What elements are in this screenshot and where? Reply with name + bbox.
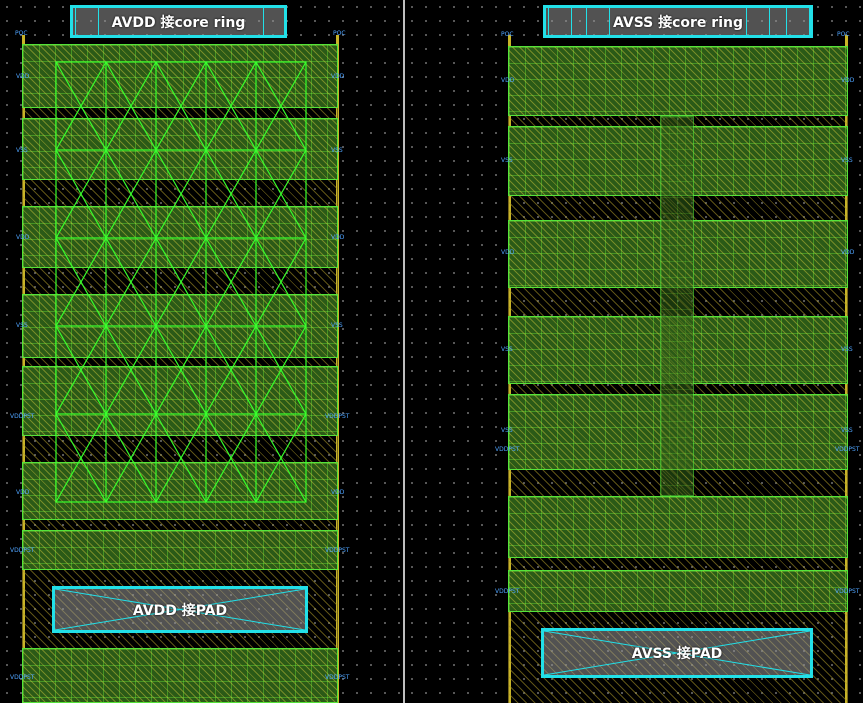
core-ring-cell — [263, 8, 287, 35]
pin-vddpst: VDDPST — [10, 547, 35, 554]
pin-vss: VSS — [331, 322, 343, 329]
pin-vddpst: VDDPST — [835, 588, 860, 595]
metal-band — [22, 44, 338, 108]
avss-pad-text: AVSS 接PAD — [631, 646, 723, 662]
pin-vddpst: VDDPST — [325, 413, 350, 420]
pin-vss: VSS — [841, 157, 853, 164]
pin-vddpst: VDDPST — [10, 674, 35, 681]
avss-core-ring-label[interactable]: AVSS 接core ring — [543, 5, 813, 38]
pin-vdd: VDD — [16, 489, 30, 496]
pin-poc: POC — [837, 31, 850, 38]
core-ring-cell — [548, 8, 572, 35]
metal-gap — [22, 180, 338, 206]
pin-vdd: VDD — [841, 77, 855, 84]
pin-vdd: VDD — [841, 249, 855, 256]
right-layout-panel: AVSS 接core ring AVSS 接PAD POC POC VDD VD… — [405, 0, 863, 703]
metal-band — [22, 294, 338, 358]
pin-poc: POC — [501, 31, 514, 38]
pin-vddpst: VDDPST — [495, 588, 520, 595]
avdd-core-ring-label[interactable]: AVDD 接core ring — [70, 5, 287, 38]
metal-band — [22, 366, 338, 436]
pin-vss: VSS — [501, 157, 513, 164]
pin-vdd: VDD — [501, 77, 515, 84]
pin-vddpst: VDDPST — [835, 446, 860, 453]
pin-vss: VSS — [501, 346, 513, 353]
metal-band — [22, 648, 338, 703]
core-ring-cell — [746, 8, 770, 35]
avss-pad-label[interactable]: AVSS 接PAD — [541, 628, 813, 678]
pin-vddpst: VDDPST — [495, 446, 520, 453]
metal-band — [22, 530, 338, 570]
pin-vdd: VDD — [331, 234, 345, 241]
metal-band — [508, 496, 848, 558]
metal-band — [22, 118, 338, 180]
metal-gap — [22, 358, 338, 366]
pin-vddpst: VDDPST — [325, 547, 350, 554]
core-ring-cell — [786, 8, 810, 35]
metal-band — [508, 570, 848, 612]
metal-gap — [22, 268, 338, 294]
metal-gap — [22, 108, 338, 118]
pin-vss: VSS — [501, 427, 513, 434]
metal-band — [22, 206, 338, 268]
panel-divider — [403, 0, 405, 703]
pin-vddpst: VDDPST — [325, 674, 350, 681]
pin-vss: VSS — [16, 322, 28, 329]
avdd-pad-text: AVDD 接PAD — [132, 602, 228, 619]
pin-vdd: VDD — [501, 249, 515, 256]
avss-core-ring-text: AVSS 接core ring — [612, 14, 743, 31]
pin-vdd: VDD — [16, 73, 30, 80]
metal-gap — [508, 558, 848, 570]
left-layout-panel: AVDD 接core ring AVDD 接PAD POC POC VDD VD… — [0, 0, 403, 703]
metal-gap — [22, 436, 338, 462]
pin-vdd: VDD — [331, 73, 345, 80]
pin-vss: VSS — [841, 346, 853, 353]
pin-vss: VSS — [331, 147, 343, 154]
center-strap — [660, 116, 694, 496]
metal-band — [22, 462, 338, 520]
core-ring-cell — [586, 8, 610, 35]
pin-poc: POC — [15, 30, 28, 37]
metal-band — [508, 46, 848, 116]
avdd-pad-label[interactable]: AVDD 接PAD — [52, 586, 308, 633]
pin-vdd: VDD — [331, 489, 345, 496]
pin-vdd: VDD — [16, 234, 30, 241]
metal-gap — [22, 520, 338, 530]
pin-vss: VSS — [16, 147, 28, 154]
pin-vss: VSS — [841, 427, 853, 434]
pin-poc: POC — [333, 30, 346, 37]
avdd-core-ring-text: AVDD 接core ring — [111, 14, 246, 31]
pin-vddpst: VDDPST — [10, 413, 35, 420]
core-ring-cell — [75, 8, 99, 35]
